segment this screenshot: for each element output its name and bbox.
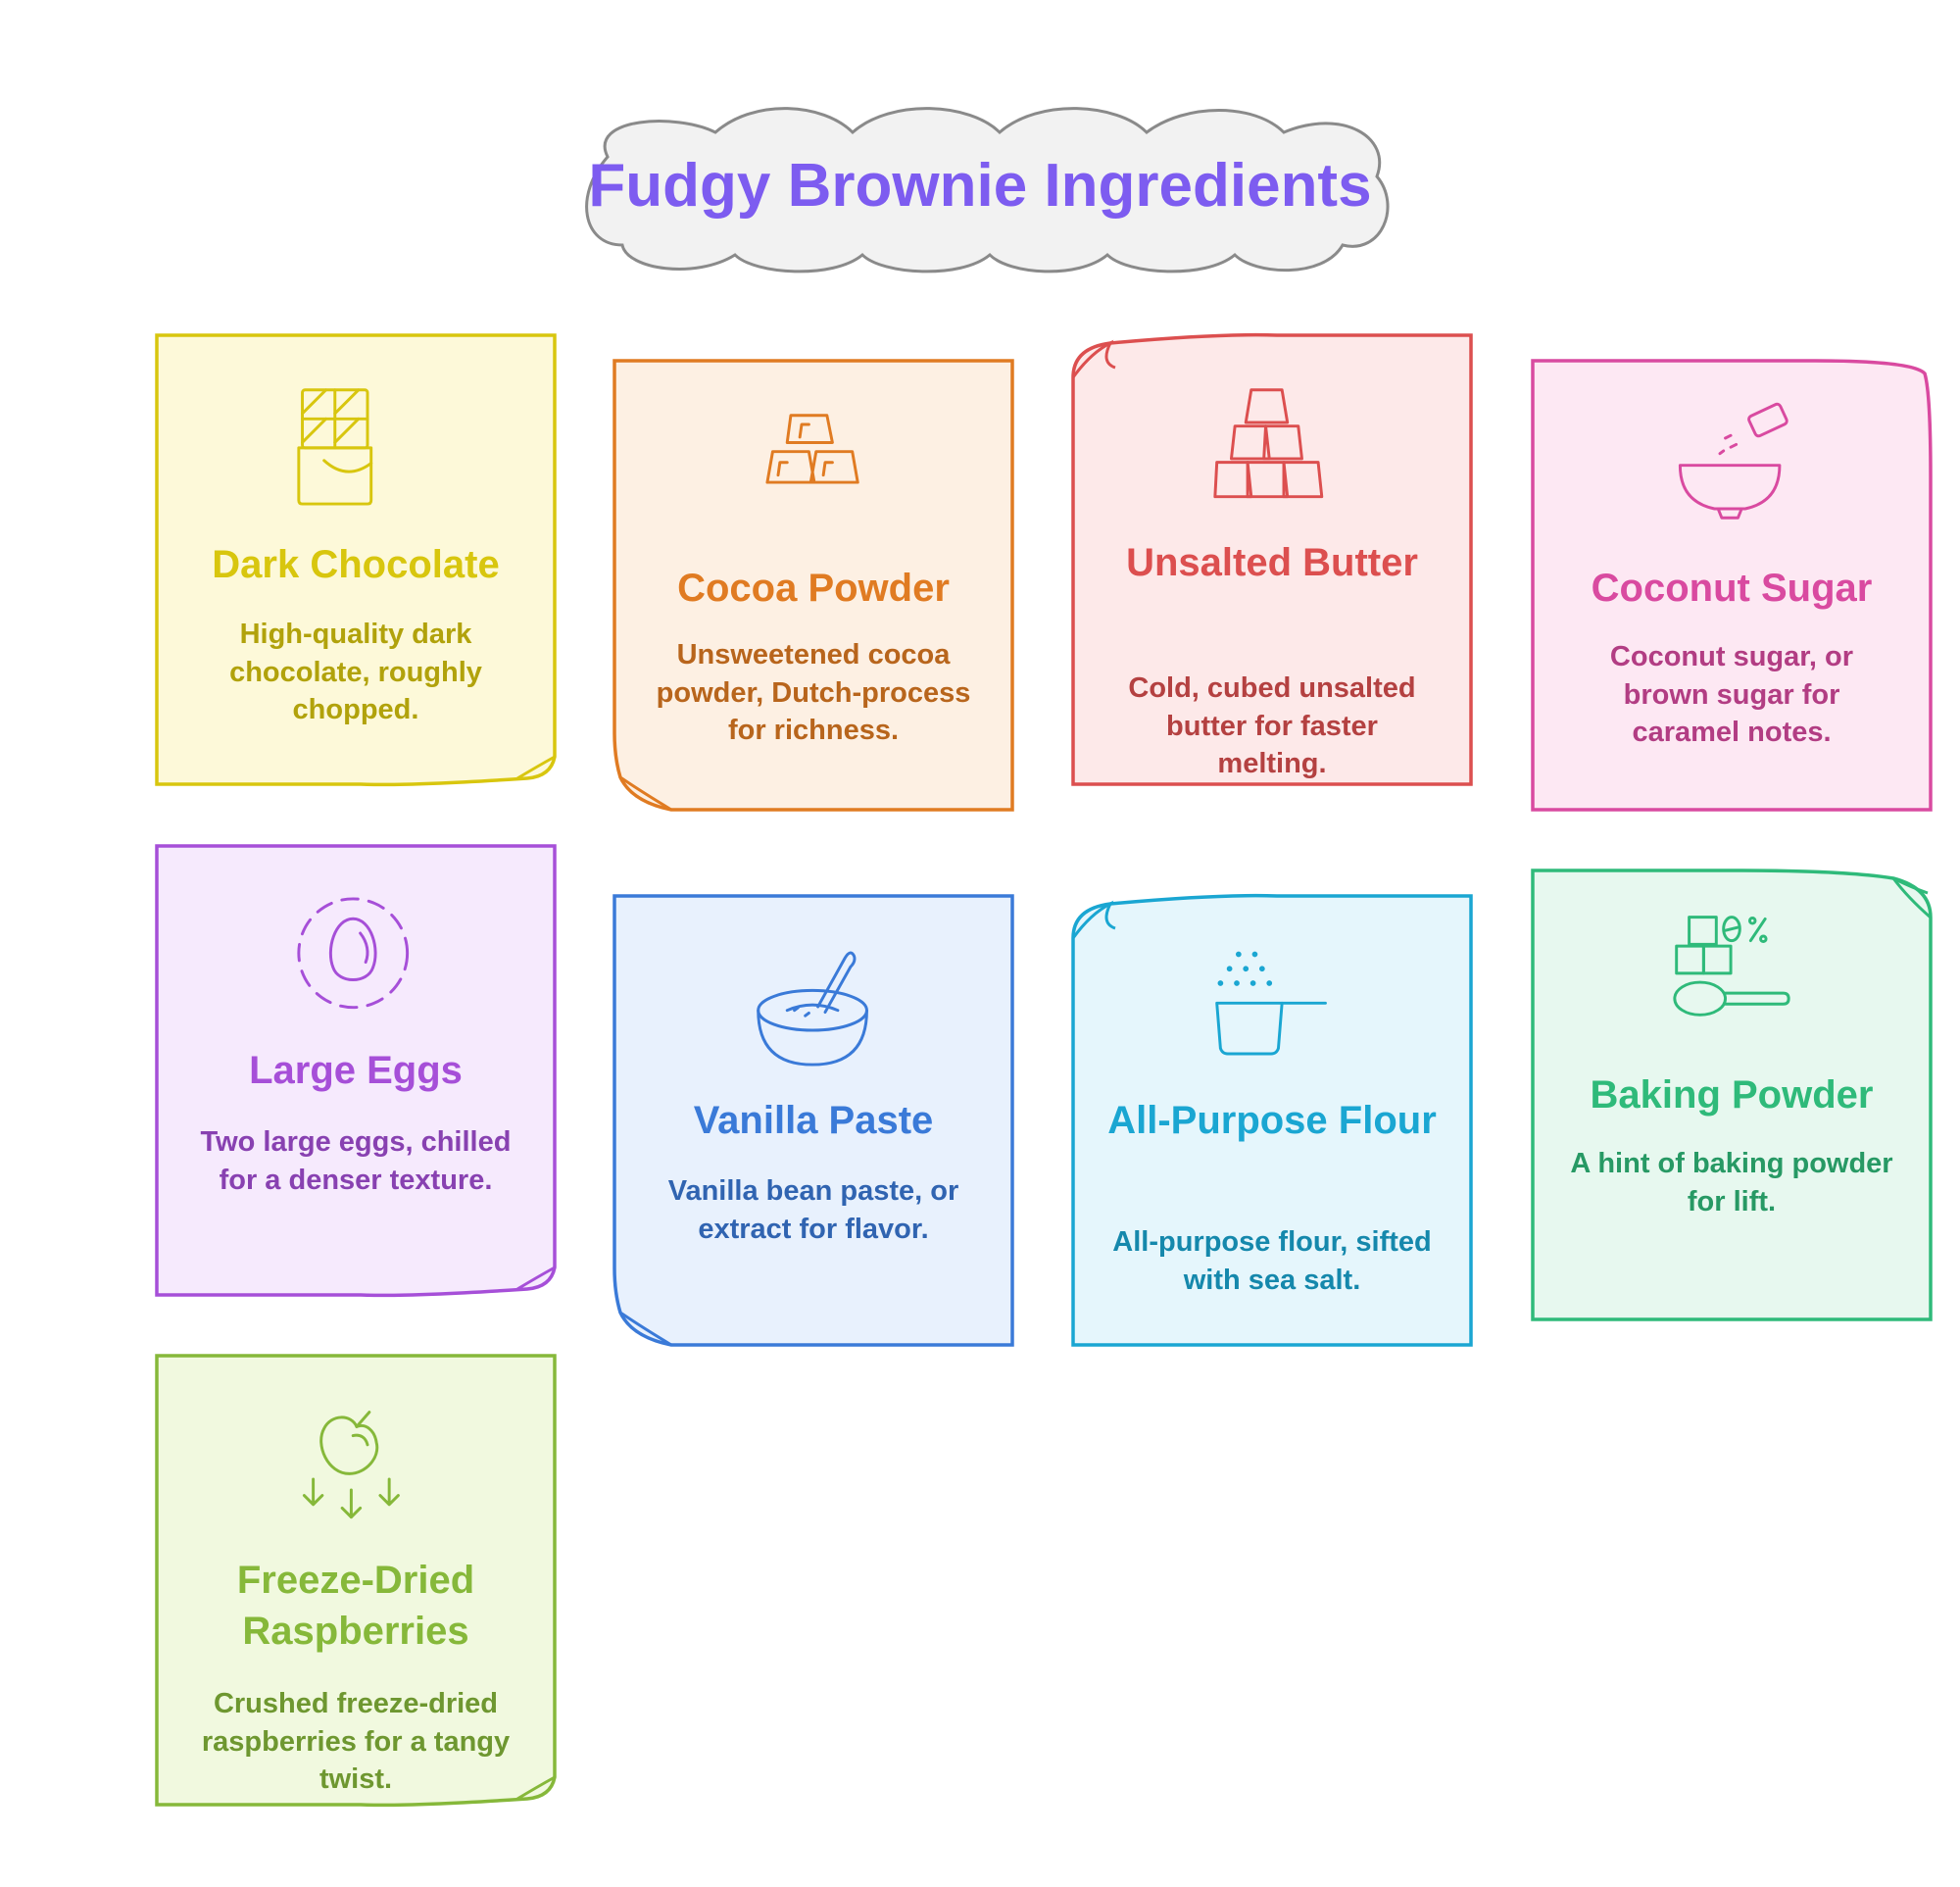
card-background — [155, 1354, 557, 1808]
sugar-bowl-icon — [1673, 398, 1790, 525]
chocolate-bar-icon — [297, 382, 415, 510]
card-title: Large Eggs — [249, 1049, 463, 1092]
card-background — [1071, 893, 1473, 1347]
ingredient-card: Baking Powder A hint of baking powder fo… — [1531, 869, 1933, 1321]
card-title: Cocoa Powder — [677, 567, 950, 610]
card-background — [1531, 359, 1933, 812]
freeze-dried-fruit-icon — [297, 1403, 415, 1530]
card-description: Two large eggs, chilled for a denser tex… — [200, 1126, 512, 1196]
card-background — [155, 844, 557, 1298]
ingredient-card: Coconut Sugar Coconut sugar, or brown su… — [1531, 359, 1933, 812]
card-description: Cold, cubed unsalted butter for faster m… — [1128, 672, 1416, 779]
card-title: Dark Chocolate — [212, 543, 500, 586]
ingredient-card: Unsalted Butter Cold, cubed unsalted but… — [1071, 332, 1473, 786]
ingredient-card: Freeze-Dried Raspberries Crushed freeze-… — [155, 1354, 557, 1808]
card-title: All-Purpose Flour — [1107, 1099, 1437, 1142]
card-background — [155, 333, 557, 787]
card-title: Baking Powder — [1590, 1073, 1874, 1117]
measuring-cup-icon — [1213, 943, 1331, 1070]
title-cloud-shape — [585, 107, 1390, 273]
page-title: Fudgy Brownie Ingredients — [588, 152, 1372, 220]
card-description: All-purpose flour, sifted with sea salt. — [1112, 1226, 1432, 1296]
card-title: Freeze-Dried Raspberries — [236, 1559, 475, 1653]
card-background — [612, 894, 1014, 1347]
cocoa-blocks-icon — [755, 408, 872, 535]
card-description: Crushed freeze-dried raspberries for a t… — [201, 1688, 511, 1795]
egg-icon — [297, 893, 415, 1020]
card-description: Unsweetened cocoa powder, Dutch-process … — [656, 639, 971, 746]
card-title: Coconut Sugar — [1591, 567, 1873, 610]
card-title: Unsalted Butter — [1126, 541, 1418, 584]
baking-powder-icon — [1673, 908, 1790, 1035]
card-background — [1531, 869, 1933, 1321]
ingredient-card: Dark Chocolate High-quality dark chocola… — [155, 333, 557, 787]
ingredient-card: All-Purpose Flour All-purpose flour, sif… — [1071, 893, 1473, 1347]
butter-cubes-icon — [1213, 382, 1331, 510]
ingredient-card: Cocoa Powder Unsweetened cocoa powder, D… — [612, 359, 1014, 812]
card-description: A hint of baking powder for lift. — [1570, 1148, 1893, 1217]
ingredient-card: Vanilla Paste Vanilla bean paste, or ext… — [612, 894, 1014, 1347]
mixing-bowl-icon — [755, 943, 872, 1070]
card-description: Vanilla bean paste, or extract for flavo… — [667, 1175, 959, 1245]
ingredient-card: Large Eggs Two large eggs, chilled for a… — [155, 844, 557, 1298]
card-title: Vanilla Paste — [693, 1099, 934, 1142]
card-description: Coconut sugar, or brown sugar for carame… — [1609, 641, 1854, 748]
card-background — [1071, 332, 1473, 786]
card-description: High-quality dark chocolate, roughly cho… — [229, 619, 482, 725]
card-background — [612, 359, 1014, 812]
